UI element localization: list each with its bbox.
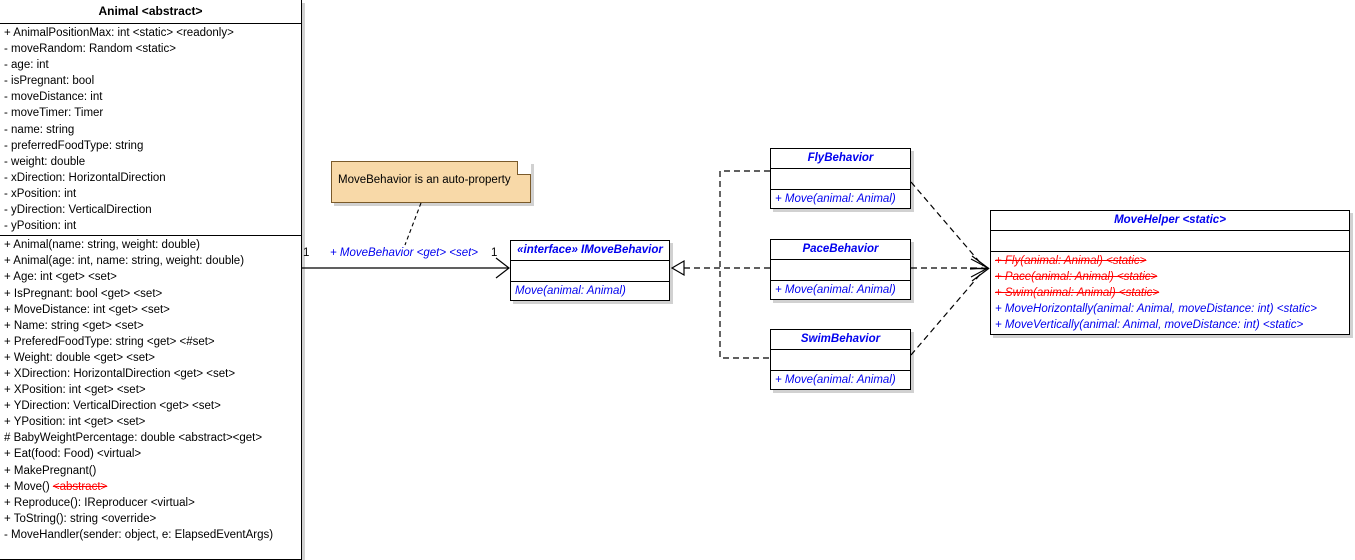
class-methods-flybehavior: + Move(animal: Animal) [771,189,910,208]
class-box-swimbehavior[interactable]: SwimBehavior + Move(animal: Animal) [770,329,911,390]
class-method-row: + Move() <abstract> [4,480,108,493]
association-multiplicity-target: 1 [491,247,498,259]
class-method-row: + Name: string <get> <set> [4,319,144,332]
class-method-row: + MoveDistance: int <get> <set> [4,303,170,316]
dependency-arrowhead-swim [969,267,990,282]
dependency-line-swim-movehelper [910,270,984,356]
realization-triangle-arrowhead [670,259,685,277]
class-method-row: + Age: int <get> <set> [4,271,117,284]
class-title-pacebehavior: PaceBehavior [771,240,910,260]
interface-methods: Move(animal: Animal) [511,281,669,300]
association-arrowhead [495,257,510,279]
note-movebehavior[interactable]: MoveBehavior is an auto-property [331,161,531,203]
class-method-row: + Fly(animal: Animal) <static> [995,255,1147,267]
class-attribute-row: - yPosition: int [4,220,77,233]
dependency-line-fly-movehelper [910,181,984,267]
class-box-pacebehavior[interactable]: PaceBehavior + Move(animal: Animal) [770,239,911,300]
class-attribute-row: - yDirection: VerticalDirection [4,204,152,217]
class-attributes-swimbehavior [771,350,910,370]
class-method-row: + Animal(name: string, weight: double) [4,239,200,252]
class-box-animal[interactable]: Animal <abstract> + AnimalPositionMax: i… [0,0,302,560]
association-multiplicity-source: 1 [303,247,310,259]
class-method-row: + MakePregnant() [4,464,97,477]
class-attribute-row: - moveTimer: Timer [4,107,104,120]
class-method-row: - MoveHandler(sender: object, e: Elapsed… [4,528,274,541]
class-method-row: + PreferedFoodType: string <get> <#set> [4,335,215,348]
interface-method-row: Move(animal: Animal) [515,285,626,297]
class-method-row: + IsPregnant: bool <get> <set> [4,287,163,300]
class-attribute-row: - xPosition: int [4,187,77,200]
class-attribute-row: - xDirection: HorizontalDirection [4,171,166,184]
class-title-animal: Animal <abstract> [0,0,301,24]
class-box-flybehavior[interactable]: FlyBehavior + Move(animal: Animal) [770,148,911,209]
note-text: MoveBehavior is an auto-property [338,174,511,186]
class-methods-swimbehavior: + Move(animal: Animal) [771,370,910,389]
note-anchor-line [404,202,422,246]
class-attribute-row: + AnimalPositionMax: int <static> <reado… [4,27,234,39]
class-methods-movehelper: + Fly(animal: Animal) <static> + Pace(ani… [991,251,1349,334]
class-attribute-row: - weight: double [4,155,86,168]
class-method-row: + Weight: double <get> <set> [4,351,155,364]
class-methods-pacebehavior: + Move(animal: Animal) [771,280,910,299]
class-attribute-row: - name: string [4,123,75,136]
class-method-row: + MoveVertically(animal: Animal, moveDis… [995,319,1304,331]
realization-trunk [719,170,770,359]
dependency-arrowhead-fly [969,255,990,270]
class-method-row: # BabyWeightPercentage: double <abstract… [4,432,263,445]
class-method-row: + Swim(animal: Animal) <static> [995,287,1160,299]
class-method-row: + Move(animal: Animal) [775,284,896,296]
class-method-row: + XPosition: int <get> <set> [4,384,146,397]
class-attribute-row: - isPregnant: bool [4,75,95,88]
interface-title-imovebehavior: «interface» IMoveBehavior [511,241,669,261]
class-attribute-row: - preferredFoodType: string [4,139,144,152]
class-attributes-animal: + AnimalPositionMax: int <static> <reado… [0,24,301,235]
deprecated-modifier: <abstract> [52,480,108,493]
class-method-row: + XDirection: HorizontalDirection <get> … [4,367,236,380]
class-attributes-pacebehavior [771,260,910,280]
dependency-arrowhead-pace [970,258,990,278]
class-attributes-flybehavior [771,169,910,189]
class-method-row: + ToString(): string <override> [4,512,157,525]
class-title-movehelper: MoveHelper <static> [991,211,1349,231]
class-box-movehelper[interactable]: MoveHelper <static> + Fly(animal: Animal… [990,210,1350,335]
class-attribute-row: - moveRandom: Random <static> [4,43,176,56]
class-method-row: + Move(animal: Animal) [775,193,896,205]
class-methods-animal: + Animal(name: string, weight: double) + … [0,235,301,544]
note-fold-corner-icon [517,161,531,175]
interface-attributes [511,261,669,281]
class-method-row: + Eat(food: Food) <virtual> [4,448,142,461]
class-method-row: + YPosition: int <get> <set> [4,416,146,429]
class-method-row: + Move(animal: Animal) [775,374,896,386]
class-box-imovebehavior[interactable]: «interface» IMoveBehavior Move(animal: A… [510,240,670,301]
class-attributes-movehelper [991,231,1349,251]
class-method-row: + Reproduce(): IReproducer <virtual> [4,496,195,509]
class-method-row: + Animal(age: int, name: string, weight:… [4,255,245,268]
class-method-row: + YDirection: VerticalDirection <get> <s… [4,400,221,413]
association-label-movebehavior: + MoveBehavior <get> <set> [330,247,479,259]
class-attribute-row: - moveDistance: int [4,91,103,104]
class-method-row: + Pace(animal: Animal) <static> [995,271,1158,283]
class-method-row: + MoveHorizontally(animal: Animal, moveD… [995,303,1318,315]
class-attribute-row: - age: int [4,59,49,72]
class-title-flybehavior: FlyBehavior [771,149,910,169]
class-title-swimbehavior: SwimBehavior [771,330,910,350]
